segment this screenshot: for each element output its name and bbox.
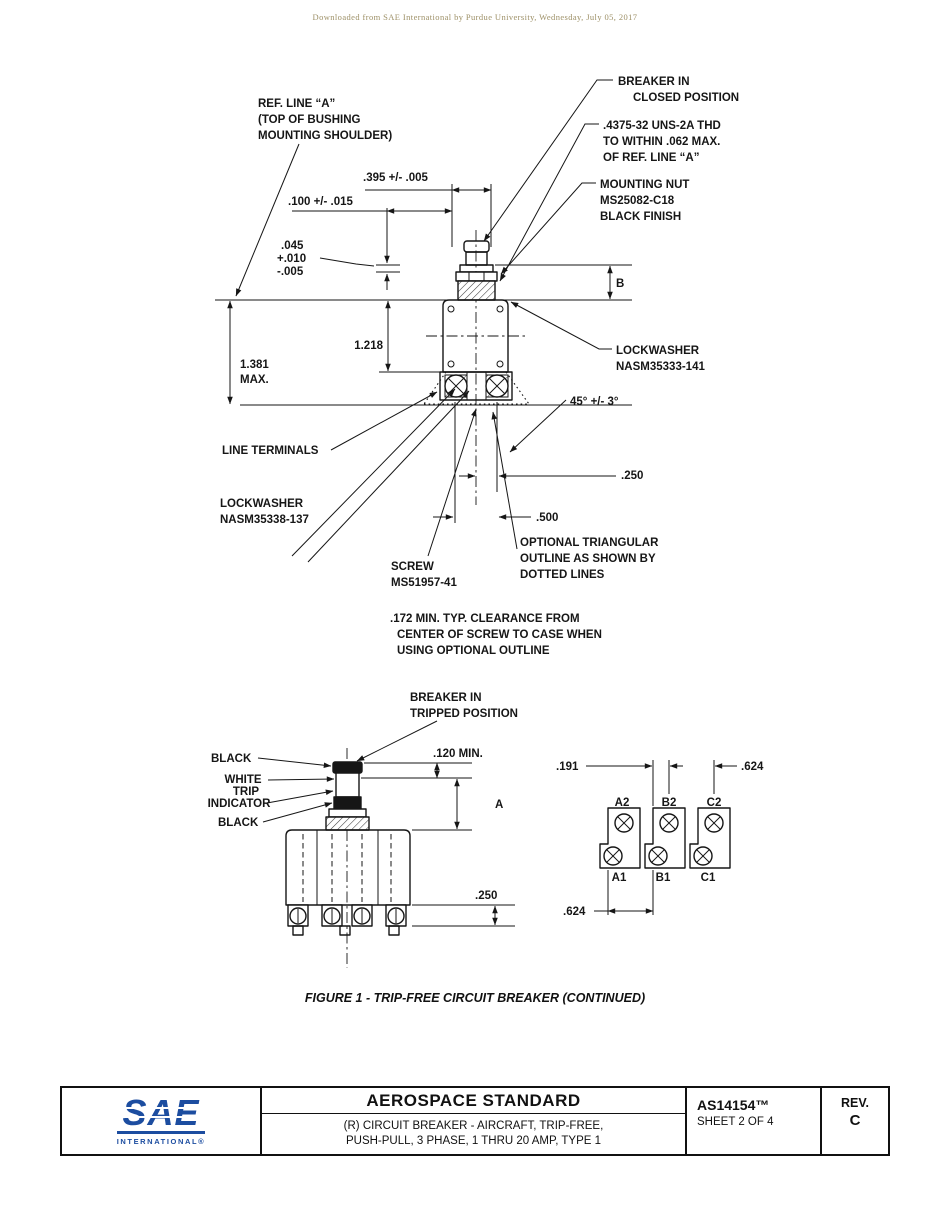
terminal-label-b1: B1 [656,872,671,884]
tripped-push-button [325,761,370,831]
title-block: SAE INTERNATIONAL® AEROSPACE STANDARD (R… [60,1086,890,1156]
terminal-layout-view: .191 .624 A2 B2 C2 A1 B1 C1 .624 [556,760,764,918]
document-title: (R) CIRCUIT BREAKER - AIRCRAFT, TRIP-FRE… [262,1114,685,1154]
note-clearance: CENTER OF SCREW TO CASE WHEN [397,629,602,641]
dim-045: -.005 [277,266,304,278]
dim-100: .100 +/- .015 [288,196,353,208]
dimension-lines [227,184,632,523]
sae-logo-cell: SAE INTERNATIONAL® [62,1088,262,1154]
callout-mounting-nut: BLACK FINISH [600,211,681,223]
callout-breaker-tripped: BREAKER IN [410,692,482,704]
dimension-lines [586,760,737,915]
figure-caption: FIGURE 1 - TRIP-FREE CIRCUIT BREAKER (CO… [304,991,646,1005]
figure-1-technical-drawing: BREAKER IN CLOSED POSITION .4375-32 UNS-… [208,76,764,968]
dim-b: B [616,278,624,290]
callout-breaker-closed: CLOSED POSITION [633,92,739,104]
sae-logo-bar [117,1131,205,1135]
callout-breaker-tripped: TRIPPED POSITION [410,708,518,720]
tripped-position-view: BREAKER IN TRIPPED POSITION .120 MIN. BL… [208,692,518,968]
sae-logo-letters: SAE [122,1091,200,1133]
dimension-lines [361,762,515,927]
sae-logo-stripe [117,1115,205,1119]
document-number: AS14154™ [697,1097,770,1113]
sae-logo-subtext: INTERNATIONAL® [116,1137,206,1147]
callout-screw: MS51957-41 [391,577,457,589]
revision-cell: REV. C [820,1088,888,1154]
dim-a: A [495,799,503,811]
callout-optional-outline: OPTIONAL TRIANGULAR [520,537,659,549]
sae-logo: SAE INTERNATIONAL® [116,1094,206,1147]
closed-position-view: BREAKER IN CLOSED POSITION .4375-32 UNS-… [215,76,739,657]
terminal-label-a2: A2 [615,797,630,809]
terminal-label-b2: B2 [662,797,677,809]
terminal-screws [287,904,407,936]
callout-white-trip-indicator: TRIP [233,786,260,798]
sheet-number: SHEET 2 OF 4 [697,1116,774,1128]
dim-250: .250 [621,470,643,482]
dim-120-min: .120 MIN. [433,748,483,760]
dim-624-bottom: .624 [563,906,586,918]
dim-191: .191 [556,761,579,773]
callout-white-trip-indicator: INDICATOR [208,798,272,810]
dim-1381: MAX. [240,374,269,386]
push-button [455,240,498,301]
callout-mounting-nut: MOUNTING NUT [600,179,689,191]
dim-045: +.010 [277,253,306,265]
terminal-label-c1: C1 [701,872,716,884]
dim-395: .395 +/- .005 [363,172,428,184]
callout-thread: TO WITHIN .062 MAX. [603,136,720,148]
callout-black-top: BLACK [211,753,252,765]
callout-optional-outline: DOTTED LINES [520,569,605,581]
sae-logo-text: SAE [117,1094,205,1130]
optional-triangular-outline [423,371,530,405]
standard-type-header: AEROSPACE STANDARD [262,1088,685,1114]
callout-black-bottom: BLACK [218,817,259,829]
dim-250-bottom: .250 [475,890,497,902]
callout-screw: SCREW [391,561,434,573]
revision-value: C [849,1112,861,1129]
callout-mounting-nut: MS25082-C18 [600,195,675,207]
revision-label: REV. [840,1096,870,1110]
callout-ref-line-a: (TOP OF BUSHING [258,114,360,126]
title-block-center: AEROSPACE STANDARD (R) CIRCUIT BREAKER -… [262,1088,685,1154]
leader-lines [235,79,613,563]
breaker-body [442,299,509,373]
callout-lockwasher-lower: NASM35338-137 [220,514,309,526]
callout-thread: OF REF. LINE “A” [603,152,699,164]
note-clearance: .172 MIN. TYP. CLEARANCE FROM [390,613,580,625]
terminal-label-a1: A1 [612,872,627,884]
callout-lockwasher-upper: LOCKWASHER [616,345,700,357]
leader-lines [257,720,438,823]
callout-line-terminals: LINE TERMINALS [222,445,319,457]
callout-ref-line-a: REF. LINE “A” [258,98,335,110]
download-watermark: Downloaded from SAE International by Pur… [312,12,638,22]
dim-angle-45: 45° +/- 3° [570,396,619,408]
callout-lockwasher-lower: LOCKWASHER [220,498,304,510]
note-clearance: USING OPTIONAL OUTLINE [397,645,550,657]
callout-optional-outline: OUTLINE AS SHOWN BY [520,553,656,565]
callout-breaker-closed: BREAKER IN [618,76,690,88]
callout-ref-line-a: MOUNTING SHOULDER) [258,130,392,142]
dim-500: .500 [536,512,558,524]
terminal-screw-symbols [603,813,724,866]
document-title-line1: (R) CIRCUIT BREAKER - AIRCRAFT, TRIP-FRE… [343,1120,604,1133]
breaker-body-front [285,829,411,906]
dim-1218: 1.218 [354,340,383,352]
callout-lockwasher-upper: NASM35333-141 [616,361,705,373]
document-title-line2: PUSH-PULL, 3 PHASE, 1 THRU 20 AMP, TYPE … [345,1135,602,1147]
document-number-cell: AS14154™ SHEET 2 OF 4 [685,1088,820,1154]
dim-624-top: .624 [741,761,764,773]
callout-thread: .4375-32 UNS-2A THD [603,120,721,132]
dim-1381: 1.381 [240,359,269,371]
sae-logo-stripe [117,1106,205,1110]
dim-045: .045 [281,240,304,252]
terminal-label-c2: C2 [707,797,722,809]
callout-white-trip-indicator: WHITE [224,774,261,786]
